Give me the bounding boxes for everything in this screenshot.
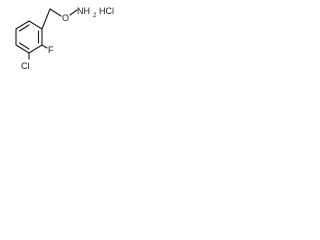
nitrogen-subscript: 2 — [93, 13, 97, 19]
bond-ring-to-ch2 — [41, 8, 51, 30]
bond-ring-to-fluorine — [41, 44, 48, 49]
hcl-salt-label: HCl — [99, 6, 114, 16]
bond-oxygen-to-nitrogen — [69, 9, 78, 16]
nitrogen-label: NH — [77, 6, 90, 16]
fluorine-label: F — [48, 45, 54, 55]
ring-double-bond-bottom — [18, 42, 30, 50]
chlorine-label: Cl — [21, 61, 30, 71]
benzene-ring — [15, 20, 43, 54]
chemical-structure: O NH 2 HCl F Cl — [15, 6, 114, 71]
ring-bond-top-left — [15, 20, 30, 30]
bond-ch2-to-oxygen — [49, 8, 62, 17]
ring-bond-top-right — [28, 20, 43, 30]
oxygen-label: O — [62, 13, 69, 23]
ring-bond-bottom-left — [15, 44, 30, 54]
ring-bond-bottom-right — [28, 44, 43, 54]
ring-double-bond-top — [18, 24, 30, 32]
